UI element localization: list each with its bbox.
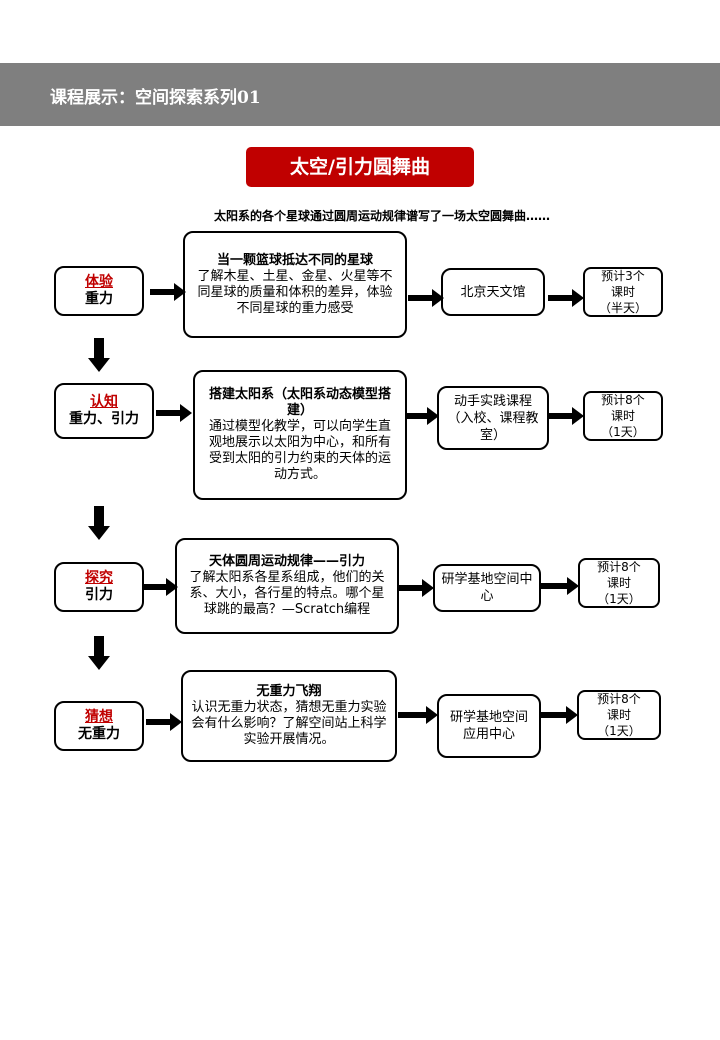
activity-title: 天体圆周运动规律——引力 <box>208 554 365 569</box>
activity-box-4: 无重力飞翔 认识无重力状态，猜想无重力实验会有什么影响？了解空间站上科学实验开展… <box>181 670 397 762</box>
activity-title: 搭建太阳系（太阳系动态模型搭建） <box>208 387 391 418</box>
right-arrow-icon <box>541 577 579 595</box>
stage-topic: 重力、引力 <box>69 411 139 427</box>
right-arrow-icon <box>150 283 186 301</box>
activity-box-3: 天体圆周运动规律——引力 了解太阳系各星系组成，他们的关系、大小，各行星的特点。… <box>175 538 399 634</box>
stage-label: 猜想 <box>85 709 113 725</box>
right-arrow-icon <box>405 407 439 425</box>
right-arrow-icon <box>548 407 584 425</box>
time-line-1: 预计8个 <box>597 560 641 574</box>
stage-box-1: 体验 重力 <box>54 266 144 316</box>
right-arrow-icon <box>144 578 178 596</box>
stage-label: 认知 <box>90 394 118 410</box>
activity-title: 当一颗篮球抵达不同的星球 <box>216 252 373 268</box>
location-box-4: 研学基地空间应用中心 <box>437 694 541 758</box>
time-box-1: 预计3个 课时 （半天） <box>583 267 663 317</box>
activity-box-1: 当一颗篮球抵达不同的星球 了解木星、土星、金星、火星等不同星球的质量和体积的差异… <box>183 231 407 338</box>
right-arrow-icon <box>398 579 434 597</box>
location-text: 研学基地空间应用中心 <box>449 710 528 742</box>
intro-text: 太阳系的各个星球通过圆周运动规律谱写了一场太空圆舞曲…… <box>214 209 551 223</box>
location-box-1: 北京天文馆 <box>441 268 545 316</box>
stage-topic: 重力 <box>85 291 113 307</box>
time-line-2: 课时 <box>606 576 631 590</box>
location-box-2: 动手实践课程（入校、课程教室） <box>437 386 549 450</box>
location-box-3: 研学基地空间中心 <box>433 564 541 612</box>
time-line-3: （半天） <box>598 301 647 315</box>
right-arrow-icon <box>408 289 444 307</box>
stage-topic: 引力 <box>85 587 113 603</box>
time-line-3: （1天） <box>601 425 645 439</box>
time-box-2: 预计8个 课时 （1天） <box>583 391 663 441</box>
down-arrow-icon <box>88 338 110 372</box>
right-arrow-icon <box>398 706 438 724</box>
time-box-4: 预计8个 课时 （1天） <box>577 690 661 740</box>
stage-label: 体验 <box>85 274 113 290</box>
time-line-2: 课时 <box>606 708 631 722</box>
down-arrow-icon <box>88 506 110 540</box>
activity-box-2: 搭建太阳系（太阳系动态模型搭建） 通过模型化教学，可以向学生直观地展示以太阳为中… <box>193 370 407 500</box>
activity-description: 了解木星、土星、金星、火星等不同星球的质量和体积的差异，体验不同星球的重力感受 <box>197 268 393 316</box>
time-line-3: （1天） <box>597 724 641 738</box>
stage-box-4: 猜想 无重力 <box>54 701 144 751</box>
location-text: 动手实践课程（入校、课程教室） <box>447 393 539 443</box>
right-arrow-icon <box>146 713 182 731</box>
location-text: 研学基地空间中心 <box>441 572 533 604</box>
right-arrow-icon <box>548 289 584 307</box>
time-line-2: 课时 <box>610 409 635 423</box>
activity-description: 通过模型化教学，可以向学生直观地展示以太阳为中心，和所有受到太阳的引力约束的天体… <box>208 419 391 482</box>
down-arrow-icon <box>88 636 110 670</box>
time-line-1: 预计8个 <box>597 692 641 706</box>
activity-title: 无重力飞翔 <box>256 684 322 699</box>
time-line-2: 课时 <box>610 285 635 299</box>
right-arrow-icon <box>541 706 578 724</box>
stage-label: 探究 <box>85 570 113 586</box>
time-box-3: 预计8个 课时 （1天） <box>578 558 660 608</box>
page-title: 课程展示：空间探索系列01 <box>50 88 261 108</box>
course-title-banner: 太空/引力圆舞曲 <box>246 147 474 187</box>
time-line-1: 预计3个 <box>601 269 645 283</box>
activity-description: 认识无重力状态，猜想无重力实验会有什么影响？了解空间站上科学实验开展情况。 <box>191 700 387 747</box>
time-line-1: 预计8个 <box>601 393 645 407</box>
stage-box-2: 认知 重力、引力 <box>54 383 154 439</box>
stage-box-3: 探究 引力 <box>54 562 144 612</box>
location-text: 北京天文馆 <box>460 284 526 300</box>
header-bar: 课程展示：空间探索系列01 <box>0 63 720 126</box>
activity-description: 了解太阳系各星系组成，他们的关系、大小，各行星的特点。哪个星球跳的最高？—Scr… <box>189 570 385 617</box>
time-line-3: （1天） <box>597 592 641 606</box>
stage-topic: 无重力 <box>78 726 120 742</box>
right-arrow-icon <box>156 404 192 422</box>
